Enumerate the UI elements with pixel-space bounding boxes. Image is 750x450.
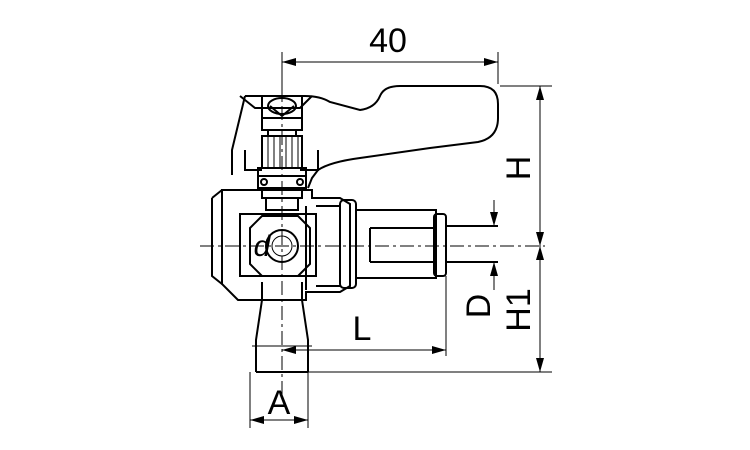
threaded-stud xyxy=(252,282,312,373)
dimension-40: 40 xyxy=(281,22,499,90)
dimension-l-label: L xyxy=(353,310,372,348)
dimension-h1-label: H1 xyxy=(500,288,538,331)
dimension-a-label: A xyxy=(268,384,291,422)
lever-handle xyxy=(231,85,499,189)
push-in-fitting xyxy=(339,199,498,289)
dimension-a: A xyxy=(249,372,309,428)
dimension-d: D xyxy=(460,200,498,318)
center-lines xyxy=(200,56,545,398)
dimension-h: H xyxy=(500,85,552,246)
dimension-40-label: 40 xyxy=(369,22,407,60)
valve-stem xyxy=(257,135,307,211)
dimension-l: L xyxy=(282,276,447,356)
dimension-d-label: D xyxy=(460,294,498,319)
dimension-h-label: H xyxy=(500,156,538,181)
valve-body: d xyxy=(211,189,351,301)
dimension-h1: H1 xyxy=(308,246,552,373)
